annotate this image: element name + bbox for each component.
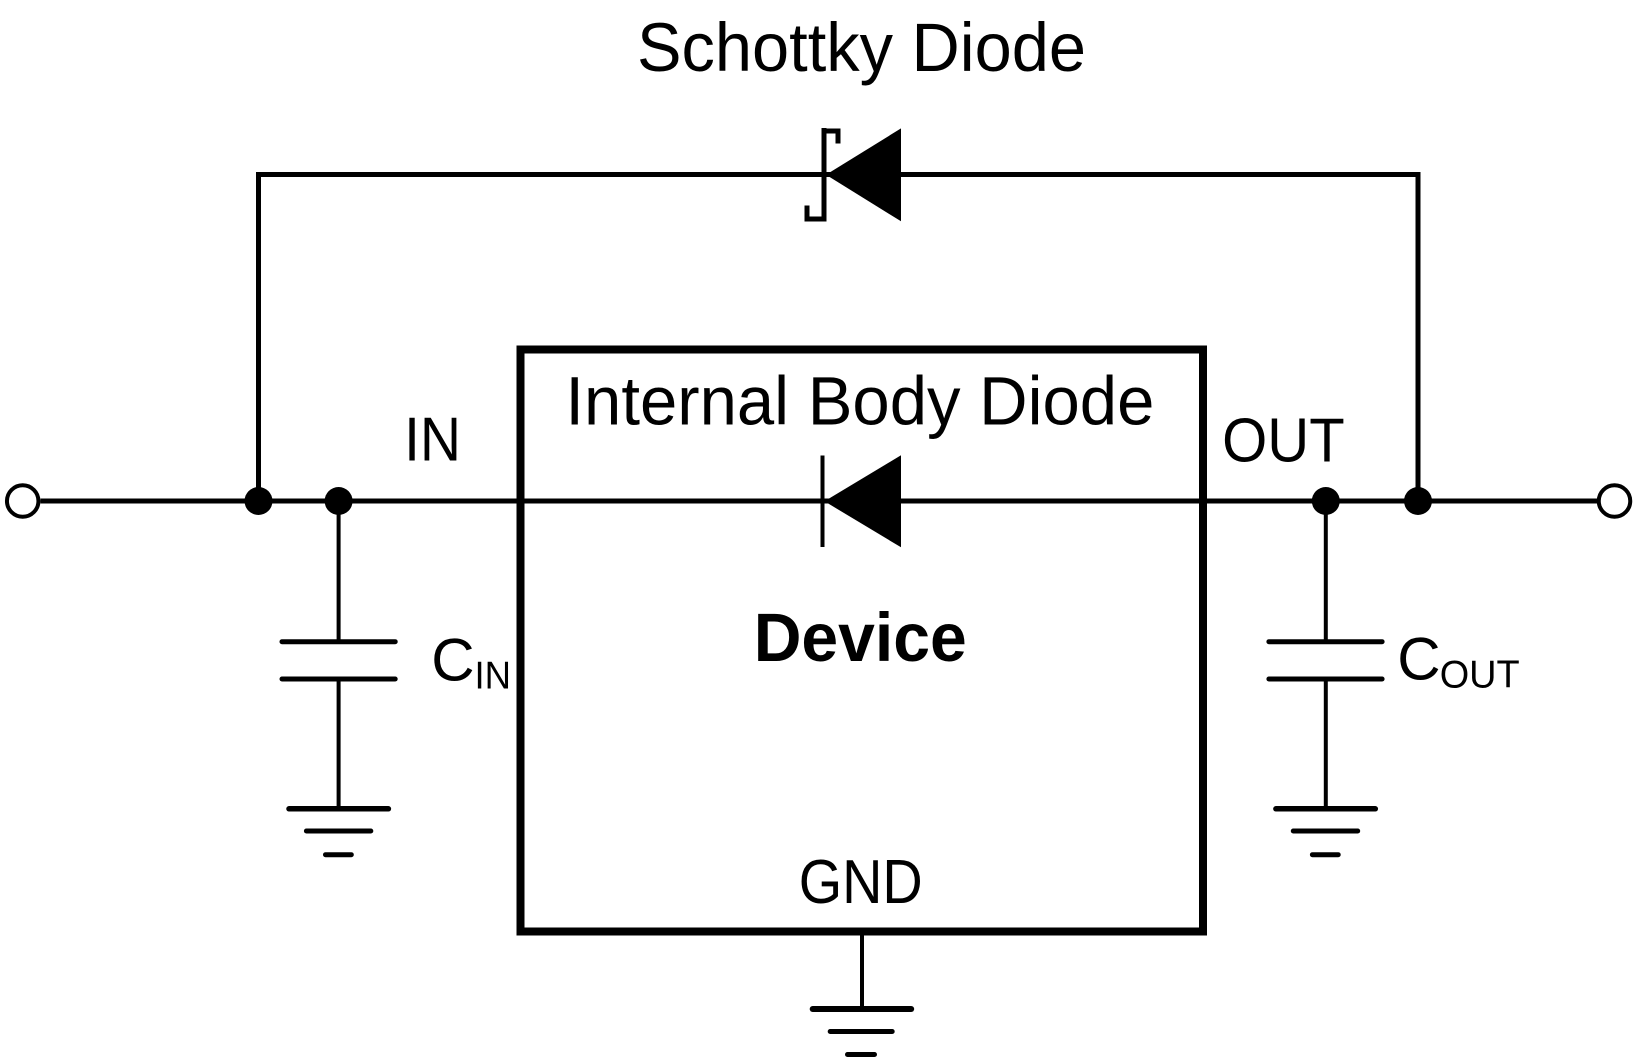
svg-text:OUT: OUT — [1222, 406, 1345, 475]
svg-text:GND: GND — [799, 848, 923, 917]
svg-text:C: C — [431, 626, 474, 693]
svg-text:OUT: OUT — [1440, 653, 1520, 696]
svg-text:IN: IN — [475, 654, 512, 697]
svg-text:Device: Device — [754, 599, 967, 676]
svg-text:IN: IN — [404, 406, 461, 475]
svg-text:Schottky Diode: Schottky Diode — [637, 9, 1086, 86]
svg-text:C: C — [1397, 626, 1440, 693]
svg-text:Internal Body Diode: Internal Body Diode — [565, 363, 1154, 440]
